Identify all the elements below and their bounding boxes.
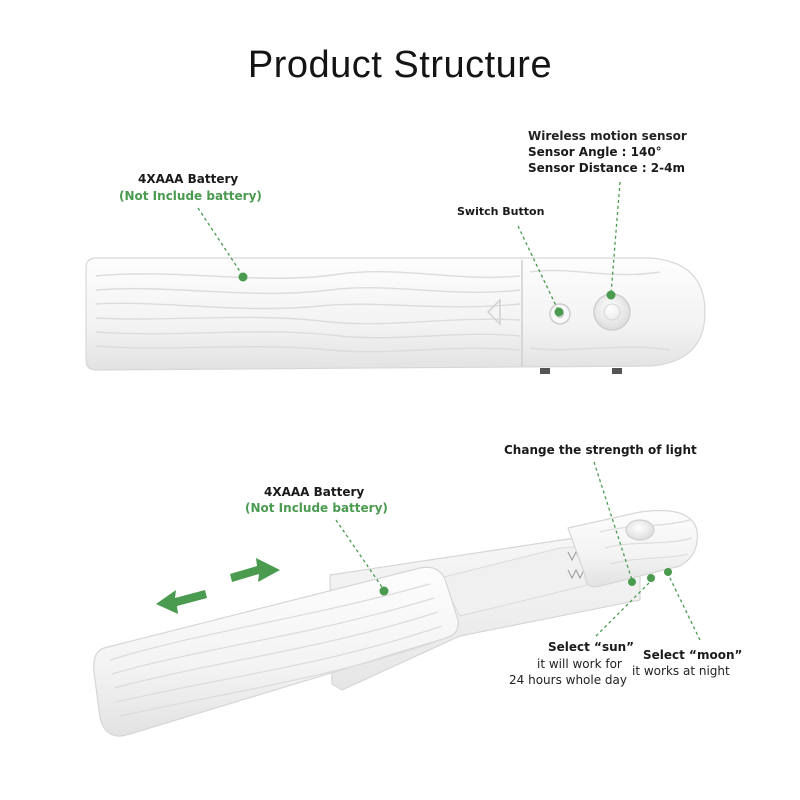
moon-mode-desc: it works at night: [632, 664, 730, 678]
moon-mode-title: Select “moon”: [643, 648, 743, 662]
bottom-sensor-lens: [625, 519, 655, 541]
bottom-wood-texture: [109, 583, 447, 717]
sensor-distance-label: Sensor Distance : 2-4m: [528, 161, 685, 175]
motion-sensor-lens: [593, 293, 631, 331]
slide-arrows: [156, 558, 280, 614]
sun-mode-title: Select “sun”: [548, 640, 635, 654]
sun-mode-desc-line2: 24 hours whole day: [509, 673, 628, 687]
page-title: Product Structure: [247, 44, 553, 86]
bottom-device: [93, 509, 698, 737]
top-arrow-mark: [487, 298, 501, 326]
switch-button-label: Switch Button: [457, 205, 545, 218]
arrow-left-icon: [156, 590, 207, 614]
sun-mode-desc-line1: it will work for: [537, 657, 622, 671]
sensor-angle-label: Sensor Angle : 140°: [528, 145, 662, 159]
top-battery-note: (Not Include battery): [119, 189, 262, 203]
bottom-battery-note: (Not Include battery): [245, 501, 388, 515]
top-battery-label: 4XAAA Battery: [138, 172, 239, 186]
sensor-pointer-dot: [606, 290, 616, 300]
light-strength-label: Change the strength of light: [504, 443, 697, 457]
sensor-title-label: Wireless motion sensor: [528, 129, 687, 143]
sensor-head: [567, 509, 698, 588]
arrow-right-icon: [230, 558, 280, 582]
switch-pointer-dot: [554, 307, 564, 317]
top-wood-texture: [95, 269, 671, 353]
bottom-pointers: [335, 461, 701, 641]
battery-pointer-dot: [238, 272, 248, 282]
bottom-battery-label: 4XAAA Battery: [264, 485, 365, 499]
top-device: [85, 257, 706, 374]
top-device-body: [85, 257, 706, 371]
top-pointers: [197, 181, 621, 313]
